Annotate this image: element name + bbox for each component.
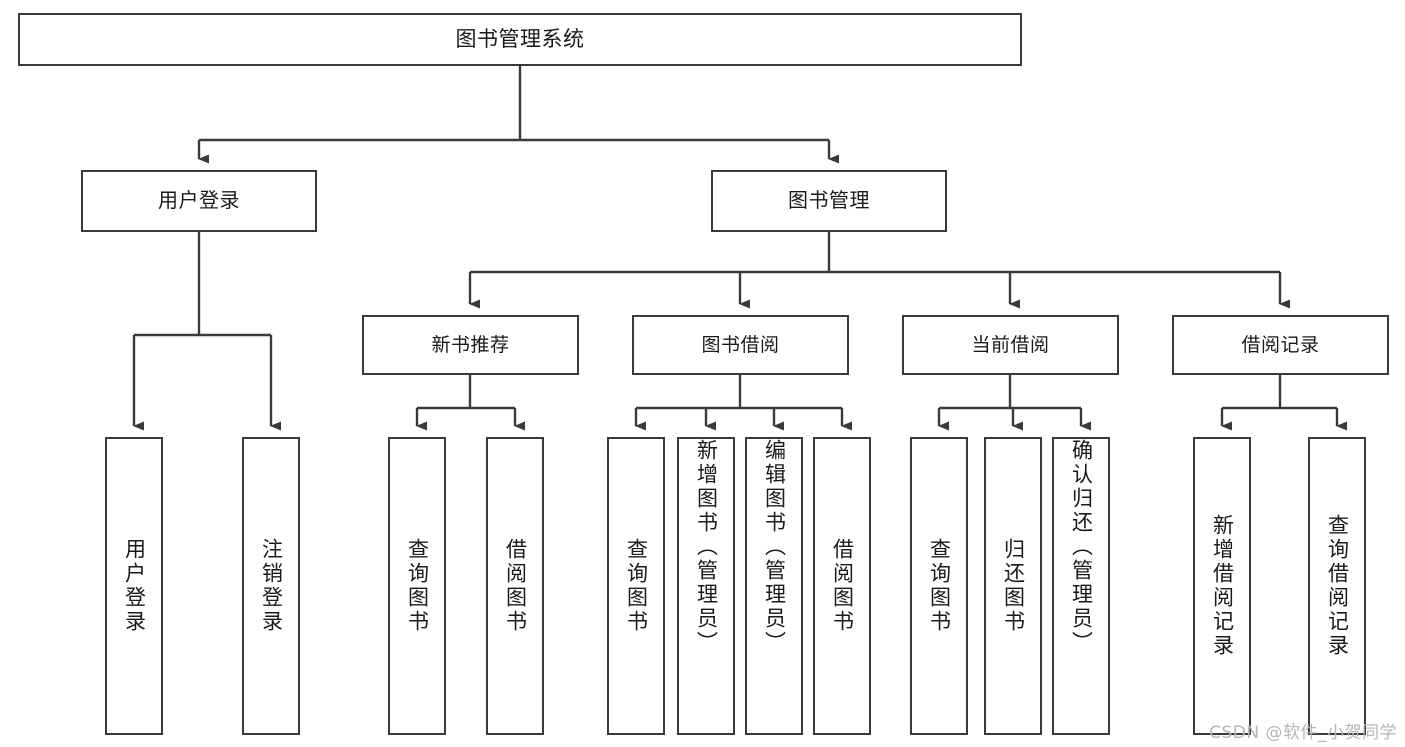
node-leaf-query-book-2-label: 查询图书 xyxy=(624,538,649,634)
node-leaf-add-borrow-record-label: 新增借阅记录 xyxy=(1210,514,1235,658)
watermark: CSDN @软件_小贺同学 xyxy=(1209,723,1397,743)
node-book-manage[interactable]: 图书管理 xyxy=(711,170,947,232)
node-leaf-confirm-return-admin-label: 确认归还（管理员） xyxy=(1069,439,1094,655)
node-new-book-recommend-label: 新书推荐 xyxy=(431,333,510,356)
node-leaf-logout-login-label: 注销登录 xyxy=(259,538,284,634)
node-leaf-edit-book-admin[interactable]: 编辑图书（管理员） xyxy=(745,437,803,735)
node-leaf-query-borrow-record-label: 查询借阅记录 xyxy=(1325,514,1350,658)
node-borrow-record-label: 借阅记录 xyxy=(1241,333,1320,356)
node-user-login-label: 用户登录 xyxy=(158,188,240,213)
node-leaf-add-borrow-record[interactable]: 新增借阅记录 xyxy=(1193,437,1251,735)
node-leaf-query-book-2[interactable]: 查询图书 xyxy=(607,437,665,735)
node-leaf-return-book[interactable]: 归还图书 xyxy=(984,437,1042,735)
node-leaf-add-book-admin[interactable]: 新增图书（管理员） xyxy=(677,437,735,735)
node-book-borrow-label: 图书借阅 xyxy=(701,333,780,356)
node-root[interactable]: 图书管理系统 xyxy=(18,13,1022,66)
node-leaf-user-login[interactable]: 用户登录 xyxy=(105,437,163,735)
node-leaf-query-borrow-record[interactable]: 查询借阅记录 xyxy=(1308,437,1366,735)
node-borrow-record[interactable]: 借阅记录 xyxy=(1172,315,1389,375)
node-leaf-borrow-book-1-label: 借阅图书 xyxy=(503,538,528,634)
node-root-label: 图书管理系统 xyxy=(455,27,585,52)
node-current-borrow-label: 当前借阅 xyxy=(971,333,1050,356)
node-leaf-query-book-1-label: 查询图书 xyxy=(405,538,430,634)
node-leaf-query-book-1[interactable]: 查询图书 xyxy=(388,437,446,735)
node-current-borrow[interactable]: 当前借阅 xyxy=(902,315,1119,375)
node-book-manage-label: 图书管理 xyxy=(788,188,870,213)
node-leaf-query-book-3[interactable]: 查询图书 xyxy=(910,437,968,735)
node-leaf-return-book-label: 归还图书 xyxy=(1001,538,1026,634)
node-leaf-user-login-label: 用户登录 xyxy=(122,538,147,634)
node-leaf-borrow-book-2-label: 借阅图书 xyxy=(830,538,855,634)
node-leaf-edit-book-admin-label: 编辑图书（管理员） xyxy=(762,439,787,655)
node-new-book-recommend[interactable]: 新书推荐 xyxy=(362,315,579,375)
node-leaf-logout-login[interactable]: 注销登录 xyxy=(242,437,300,735)
node-leaf-confirm-return-admin[interactable]: 确认归还（管理员） xyxy=(1052,437,1110,735)
node-leaf-borrow-book-1[interactable]: 借阅图书 xyxy=(486,437,544,735)
node-book-borrow[interactable]: 图书借阅 xyxy=(632,315,849,375)
node-leaf-borrow-book-2[interactable]: 借阅图书 xyxy=(813,437,871,735)
node-leaf-query-book-3-label: 查询图书 xyxy=(927,538,952,634)
node-leaf-add-book-admin-label: 新增图书（管理员） xyxy=(694,439,719,655)
node-user-login[interactable]: 用户登录 xyxy=(81,170,317,232)
